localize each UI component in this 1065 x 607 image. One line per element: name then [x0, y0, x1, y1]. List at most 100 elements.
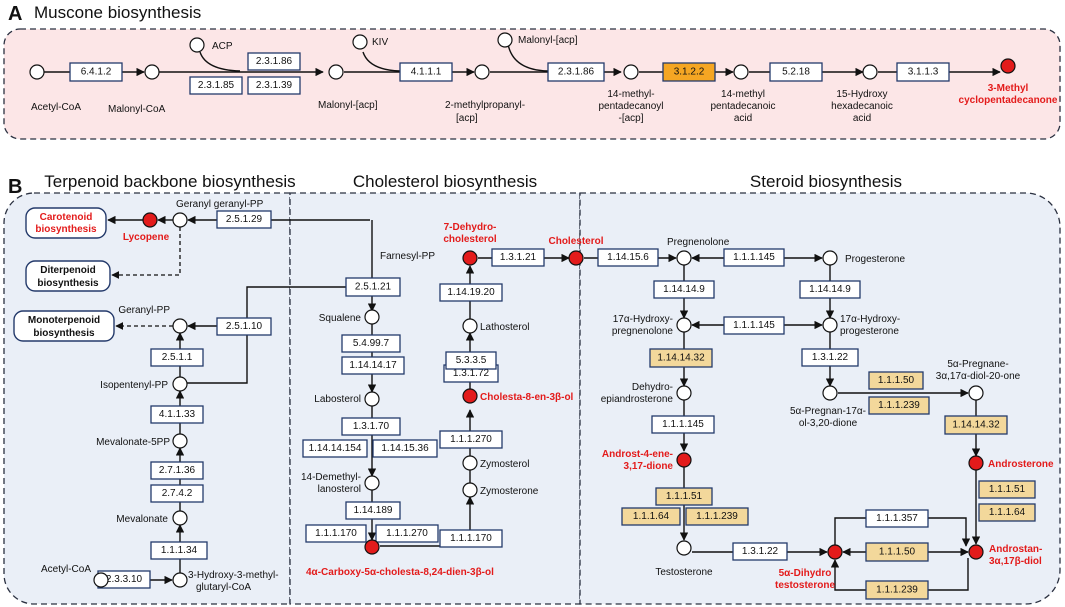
product-label: Cholesta-8-en-3β-ol: [480, 392, 574, 403]
cofactor-label: ACP: [212, 41, 233, 52]
compound-label: Geranyl geranyl-PP: [176, 199, 264, 210]
product-label: Lycopene: [123, 232, 170, 243]
external-pathway-label: Monoterpenoid: [28, 315, 100, 326]
enzyme-label: 2.5.1.21: [355, 282, 392, 293]
compound-label: hexadecanoic: [831, 101, 893, 112]
compound-label: glutaryl-CoA: [196, 582, 251, 593]
enzyme-label: 2.5.1.29: [226, 214, 263, 225]
external-pathway-label: Carotenoid: [40, 212, 93, 223]
product-label: 3-Methyl: [988, 83, 1029, 94]
compound-label: 17α-Hydroxy-: [840, 314, 900, 325]
compound-label: Isopentenyl-PP: [100, 380, 168, 391]
cholesterol-enzymes: 2.5.1.21 5.4.99.7 1.14.14.17 1.3.1.70 1.…: [302, 248, 545, 548]
terpenoid-labels: Lycopene Geranyl geranyl-PP Geranyl-PP I…: [41, 199, 279, 593]
enzyme-label: 1.1.1.145: [662, 419, 704, 430]
compound-label: Zymosterone: [480, 486, 539, 497]
enzyme-label: 1.3.1.21: [500, 252, 537, 263]
enzyme-label: 1.14.15.6: [607, 252, 649, 263]
compound-label: Squalene: [319, 313, 362, 324]
compound-label: progesterone: [840, 326, 899, 337]
enzyme-label: 1.1.1.64: [989, 507, 1026, 518]
compound-label: Mevalonate-5PP: [96, 437, 170, 448]
enzyme-label: 1.1.1.64: [633, 511, 670, 522]
enzyme-label: 1.3.1.22: [742, 546, 779, 557]
external-pathway-label: Diterpenoid: [40, 265, 96, 276]
compound-label: [acp]: [456, 113, 478, 124]
enzyme-label: 2.7.4.2: [162, 488, 193, 499]
compound-label: pentadecanoyl: [598, 101, 663, 112]
compound-label: 3α,17α-diol-20-one: [936, 371, 1021, 382]
enzyme-label: 1.14.19.20: [447, 287, 495, 298]
compound-label: lanosterol: [318, 484, 361, 495]
steroid-labels: Pregnenolone Progesterone 17α-Hydroxy- p…: [601, 237, 1054, 591]
enzyme-label: 1.14.14.9: [663, 284, 705, 295]
enzyme-label: 1.3.1.22: [812, 352, 849, 363]
cholesterol-labels: Farnesyl-PP Squalene Labosterol 14-Demet…: [301, 222, 604, 578]
compound-label: Zymosterol: [480, 459, 529, 470]
external-pathway-label: biosynthesis: [37, 278, 99, 289]
product-label: Androstan-: [989, 544, 1042, 555]
compound-label: Testosterone: [655, 567, 713, 578]
terpenoid-region: [3, 192, 291, 605]
compound-label: Progesterone: [845, 254, 905, 265]
compound-label: Lathosterol: [480, 322, 529, 333]
enzyme-label: 1.1.1.34: [161, 545, 198, 556]
enzyme-label: 1.1.1.270: [386, 528, 428, 539]
product-label: 7-Dehydro-: [444, 222, 497, 233]
enzyme-label: 1.1.1.50: [878, 375, 915, 386]
enzyme-label: 1.14.14.32: [952, 420, 1000, 431]
compound-label: 3-Hydroxy-3-methyl-: [188, 570, 279, 581]
compound-label: Labosterol: [314, 394, 361, 405]
enzyme-label: 5.3.3.5: [456, 355, 487, 366]
compound-label: Mevalonate: [116, 514, 168, 525]
enzyme-label: 2.3.1.86: [256, 56, 293, 67]
enzyme-label: 1.1.1.145: [733, 252, 775, 263]
compound-label: acid: [853, 113, 871, 124]
enzyme-label: 1.1.1.170: [450, 533, 492, 544]
enzyme-label: 2.3.1.86: [558, 67, 595, 78]
enzyme-label: 3.1.1.3: [908, 67, 939, 78]
product-label: 3α,17β-diol: [989, 556, 1042, 567]
enzyme-label: 3.1.2.2: [674, 67, 705, 78]
enzyme-label: 1.1.1.357: [876, 513, 918, 524]
product-label: Androsterone: [988, 459, 1054, 470]
muscone-labels: ACP KIV Malonyl-[acp] Acetyl-CoA Malonyl…: [31, 35, 1058, 124]
compound-label: 14-Demethyl-: [301, 472, 361, 483]
compound-label: Acetyl-CoA: [41, 564, 91, 575]
enzyme-label: 1.1.1.51: [989, 484, 1026, 495]
product-label: 3,17-dione: [624, 461, 674, 472]
compound-label: 15-Hydroxy: [836, 89, 887, 100]
compound-label: Pregnenolone: [667, 237, 730, 248]
compound-label: acid: [734, 113, 752, 124]
product-label: cyclopentadecanone: [959, 95, 1058, 106]
panel-b-nodes: [93, 212, 984, 588]
enzyme-label: 1.14.14.154: [309, 443, 362, 454]
product-label: Cholesterol: [548, 236, 603, 247]
compound-label: 17α-Hydroxy-: [613, 314, 673, 325]
compound-label: pentadecanoic: [710, 101, 775, 112]
enzyme-label: 1.1.1.145: [733, 320, 775, 331]
product-label: testosterone: [775, 580, 835, 591]
product-label: Androst-4-ene-: [602, 449, 673, 460]
compound-label: -[acp]: [618, 113, 643, 124]
enzyme-label: 1.14.14.17: [349, 360, 397, 371]
compound-label: 14-methyl-: [607, 89, 654, 100]
compound-label: 5α-Pregnan-17α-: [790, 406, 866, 417]
compound-label: epiandrosterone: [601, 394, 674, 405]
compound-label: Malonyl-CoA: [108, 104, 166, 115]
compound-label: Acetyl-CoA: [31, 102, 81, 113]
enzyme-label: 5.2.18: [782, 67, 810, 78]
enzyme-label: 1.1.1.239: [696, 511, 738, 522]
muscone-title: Muscone biosynthesis: [34, 3, 201, 22]
compound-label: Dehydro-: [632, 382, 673, 393]
enzyme-label: 2.3.3.10: [106, 574, 143, 585]
panel-a-label: A: [8, 3, 22, 25]
terpenoid-title: Terpenoid backbone biosynthesis: [44, 172, 295, 191]
muscone-nodes: [29, 32, 1016, 80]
enzyme-label: 5.4.99.7: [353, 338, 390, 349]
enzyme-label: 1.1.1.239: [878, 400, 920, 411]
enzyme-label: 2.5.1.1: [162, 352, 193, 363]
enzyme-label: 1.3.1.70: [353, 421, 390, 432]
terpenoid-enzymes: 2.5.1.29 2.5.1.10 2.5.1.1 4.1.1.33 2.7.1…: [97, 210, 272, 589]
